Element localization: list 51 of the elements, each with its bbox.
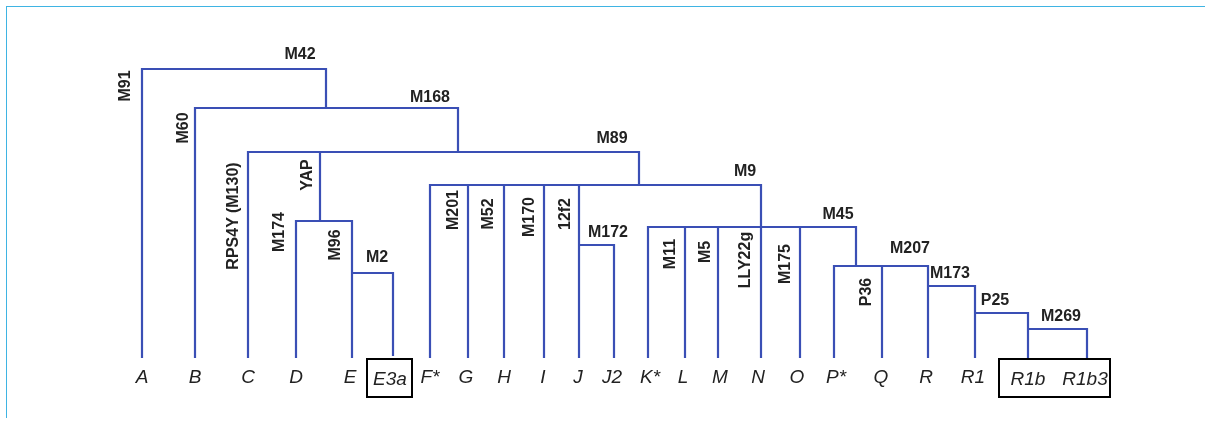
leaf-label: Q [873, 366, 889, 388]
marker-label: M60 [174, 112, 192, 144]
marker-label: M11 [661, 238, 679, 270]
marker-label: M172 [588, 223, 628, 241]
marker-label: M170 [520, 197, 538, 237]
leaf-label: D [289, 366, 303, 388]
leaf-label: J [573, 366, 583, 388]
marker-label: M89 [596, 129, 628, 147]
marker-label: M168 [410, 88, 450, 106]
marker-label: M45 [822, 205, 854, 223]
marker-label: M52 [479, 198, 497, 230]
leaf-label: N [751, 366, 765, 388]
marker-label: M207 [890, 239, 930, 257]
marker-label: YAP [298, 159, 316, 191]
leaf-label: E [343, 366, 357, 388]
leaf-label: R1b3 [1062, 368, 1108, 390]
marker-label: M2 [365, 248, 389, 266]
leaf-label: P* [825, 366, 847, 388]
leaf-label: I [540, 366, 546, 388]
marker-label: M174 [270, 212, 288, 252]
marker-label: LLY22g [736, 231, 754, 289]
leaf-label: R [919, 366, 933, 388]
marker-label: M5 [696, 240, 714, 264]
leaf-label: M [712, 366, 728, 388]
leaf-label: L [677, 366, 689, 388]
marker-label: M201 [444, 190, 462, 230]
leaf-label: R1b [1010, 368, 1046, 390]
leaf-label: F* [420, 366, 440, 388]
marker-label: M9 [733, 162, 757, 180]
marker-label: M42 [284, 45, 316, 63]
leaf-label: G [458, 366, 474, 388]
leaf-label: K* [639, 366, 661, 388]
marker-label: M175 [776, 244, 794, 284]
leaf-label: E3a [373, 368, 407, 390]
leaf-label: B [188, 366, 202, 388]
marker-label: M173 [930, 264, 970, 282]
marker-label: M91 [116, 70, 134, 102]
marker-label: M269 [1041, 307, 1081, 325]
marker-label: P25 [980, 291, 1010, 309]
leaf-label: H [497, 366, 511, 388]
marker-label: P36 [857, 277, 875, 307]
leaf-label: R1 [960, 366, 986, 388]
leaf-label: C [241, 366, 255, 388]
leaf-label: O [789, 366, 805, 388]
leaf-label: A [135, 366, 149, 388]
boxed-leaf [366, 358, 413, 398]
marker-label: 12f2 [556, 198, 574, 230]
marker-label: RPS4Y (M130) [224, 162, 242, 270]
marker-label: M96 [326, 229, 344, 261]
boxed-leaf [998, 358, 1111, 398]
leaf-label: J2 [601, 366, 623, 388]
